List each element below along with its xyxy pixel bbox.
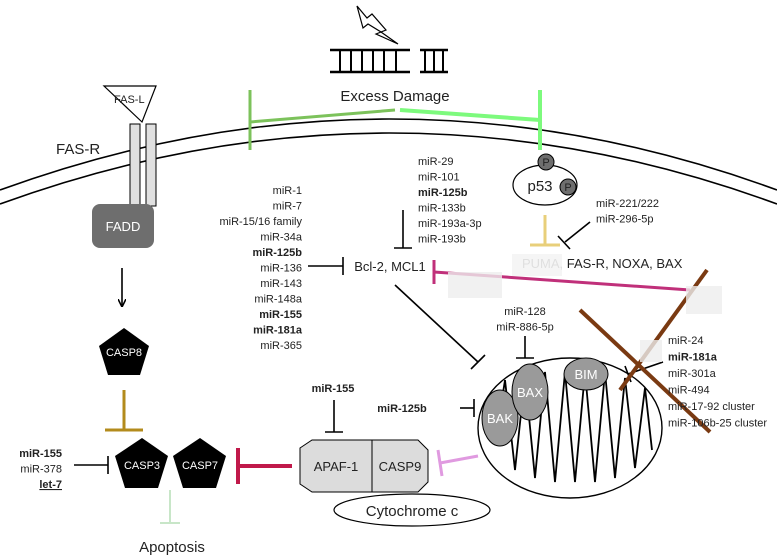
mirna-bcl2-left-item: miR-136 (260, 263, 302, 275)
casp3-label: CASP3 (124, 460, 160, 472)
p53-label: p53 (527, 178, 552, 195)
damage-inhibit-left (249, 108, 396, 124)
blur-patch-1 (512, 254, 562, 276)
mirna-bcl2-left-item: miR-15/16 family (219, 216, 302, 228)
bcl2-top-mirna-list: miR-29 miR-101 miR-125b miR-133b miR-193a-3p… (418, 156, 482, 246)
p53-mirna-list: miR-221/222 miR-296-5p (596, 198, 659, 226)
casp3-mirna-list: miR-155 miR-378 let-7 (19, 448, 62, 491)
cell-membrane-inner (0, 132, 777, 205)
mirna-bim-item: miR-494 (668, 385, 710, 397)
mirna-bcl2-left-item: miR-181a (253, 325, 303, 337)
cytochrome-node (333, 493, 491, 527)
fas-ligand-label: FAS-L (114, 94, 145, 106)
bcl2-label: Bcl-2, MCL1 (354, 259, 426, 274)
mirna-bcl2-left-item: miR-7 (273, 201, 302, 213)
p53-mirna-inhibit-bar (557, 235, 571, 250)
casp3-node (115, 438, 168, 488)
mirna-apaf1-item: miR-155 (312, 383, 355, 395)
mirna-bim-item: miR-17-92 cluster (668, 401, 755, 413)
phospho-label-2: P (564, 182, 571, 194)
mirna-bim-item: miR-181a (668, 352, 718, 364)
mito-casp9-inhibit (439, 454, 479, 465)
excess-damage-label: Excess Damage (340, 88, 449, 105)
cell-membrane-outer (0, 118, 777, 191)
brown-cross-2 (578, 308, 712, 434)
mirna-p53-item: miR-296-5p (596, 214, 653, 226)
mirna-bcl2-top-item: miR-29 (418, 156, 453, 168)
casp8-node (99, 328, 149, 375)
casp9-node (371, 439, 429, 493)
mirna-casp3-item: miR-155 (19, 448, 62, 460)
blur-patch-3 (686, 286, 722, 314)
mirna-bcl2-top-item: miR-193b (418, 234, 466, 246)
bax-label: BAX (517, 385, 543, 400)
phospho-label-1: P (542, 157, 549, 169)
mirna-bcl2-top-item: miR-133b (418, 203, 466, 215)
bax-mirna-list: miR-128 miR-886-5p (496, 306, 553, 334)
mirna-bcl2-top-item: miR-101 (418, 172, 460, 184)
fas-ligand (102, 85, 157, 124)
mirna-bcl2-left-item: miR-148a (254, 294, 303, 306)
mirna-bcl2-left-item: miR-143 (260, 278, 302, 290)
casp9-label: CASP9 (379, 459, 422, 474)
bax-node (511, 363, 549, 421)
cytochrome-label: Cytochrome c (366, 503, 459, 520)
mirna-bax-item: miR-886-5p (496, 322, 553, 334)
mirna-bcl2-left-item: miR-365 (260, 340, 302, 352)
casp7-node (173, 438, 226, 488)
mirna-p53-item: miR-221/222 (596, 198, 659, 210)
mirna-bim-item: miR-24 (668, 335, 703, 347)
mirna-bim-item: miR-301a (668, 368, 717, 380)
fadd-node (92, 204, 154, 248)
fadd-label: FADD (106, 219, 141, 234)
p53-mirna-inhibit (564, 221, 591, 243)
bim-node (563, 357, 609, 391)
damage-activate-right (399, 108, 541, 122)
apaf1-label: APAF-1 (314, 459, 359, 474)
mirna-bim-item: miR-106b-25 cluster (668, 418, 767, 430)
bcl2-mito-inhibit (394, 284, 479, 363)
mirna-bcl2-left-item: miR-1 (273, 185, 302, 197)
bim-mirna-list: miR-24 miR-181a miR-301a miR-494 miR-17-92 c… (668, 335, 767, 430)
casp7-label: CASP7 (182, 460, 218, 472)
bak-node (481, 389, 519, 447)
blur-patch-4 (640, 340, 662, 362)
fas-receptor-label: FAS-R (56, 141, 100, 158)
mirna-bcl2-top-item: miR-125b (418, 187, 468, 199)
p53-targets-label: PUMA, FAS-R, NOXA, BAX (522, 256, 683, 271)
blur-patch-2 (448, 272, 502, 298)
bcl2-left-mirna-list: miR-1 miR-7 miR-15/16 family miR-34a miR-125… (219, 185, 302, 352)
apoptosis-label: Apoptosis (139, 539, 205, 556)
mirna-bcl2-left-item: miR-34a (260, 232, 302, 244)
bak-label: BAK (487, 411, 513, 426)
bim-label: BIM (574, 367, 597, 382)
mito-casp9-inhibit-bar (436, 449, 444, 477)
phospho-mark-2 (559, 178, 577, 196)
casp8-label: CASP8 (106, 347, 142, 359)
fas-receptor (129, 123, 157, 207)
bak-mirna-list: miR-125b (377, 403, 427, 415)
mirna-casp3-item: let-7 (39, 479, 62, 491)
mirna-bax-item: miR-128 (504, 306, 546, 318)
apaf1-mirna-list: miR-155 (312, 383, 355, 395)
lightning-icon (356, 5, 399, 45)
mirna-bak-item: miR-125b (377, 403, 427, 415)
mirna-bcl2-left-item: miR-155 (259, 309, 302, 321)
mirna-bcl2-left-item: miR-125b (252, 247, 302, 259)
dna-icon (330, 48, 448, 74)
bcl2-mito-inhibit-bar (470, 354, 486, 370)
mirna-bcl2-top-item: miR-193a-3p (418, 218, 482, 230)
mirna-casp3-item: miR-378 (20, 464, 62, 476)
phospho-mark-1 (537, 153, 555, 171)
